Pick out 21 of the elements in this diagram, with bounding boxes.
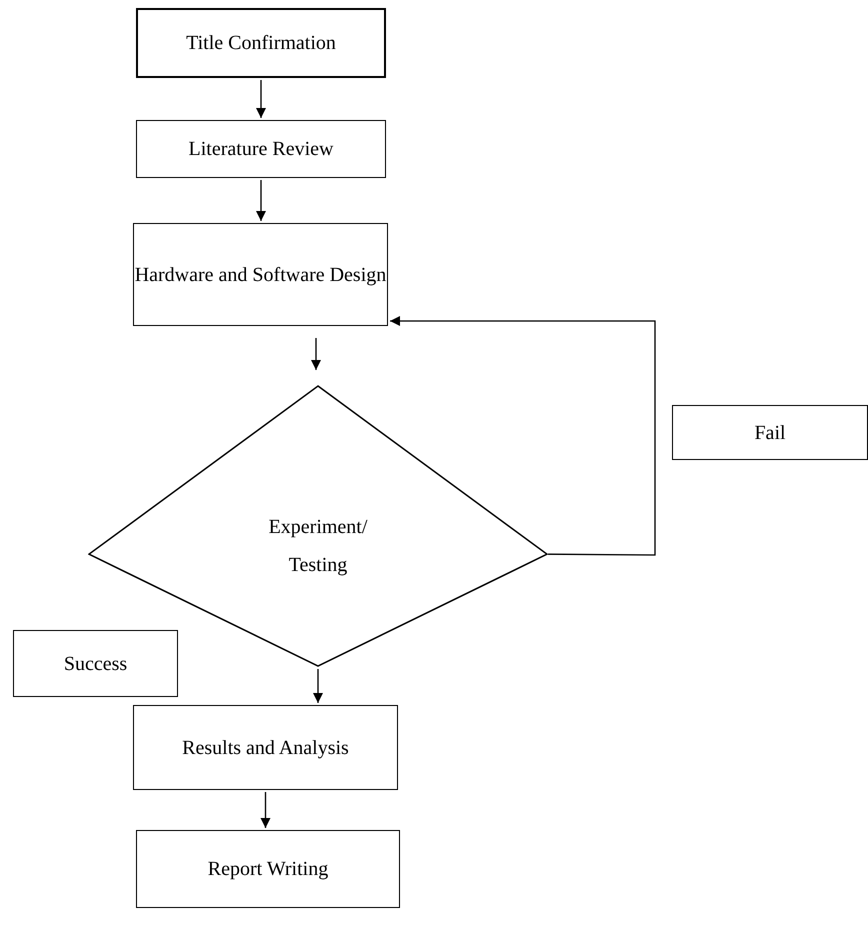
node-label: Report Writing <box>208 857 328 882</box>
node-label: Success <box>64 652 128 676</box>
process-box <box>133 705 398 790</box>
node-label: Results and Analysis <box>182 736 349 760</box>
process-box <box>136 830 400 908</box>
process-box <box>136 120 386 178</box>
process-box <box>133 223 388 326</box>
label-box <box>13 630 178 697</box>
node-label: Fail <box>754 420 786 446</box>
arrow <box>256 180 266 221</box>
node-label: Literature Review <box>188 137 334 162</box>
arrow <box>260 792 270 828</box>
arrow <box>256 80 266 118</box>
arrow <box>313 669 323 703</box>
node-label: Title Confirmation <box>186 31 336 56</box>
arrow <box>390 316 656 556</box>
label-box <box>672 405 868 460</box>
arrow <box>311 338 321 370</box>
node-label: Experiment/ Testing <box>268 515 368 578</box>
process-box <box>136 8 386 78</box>
node-label: Hardware and Software Design <box>134 262 386 288</box>
